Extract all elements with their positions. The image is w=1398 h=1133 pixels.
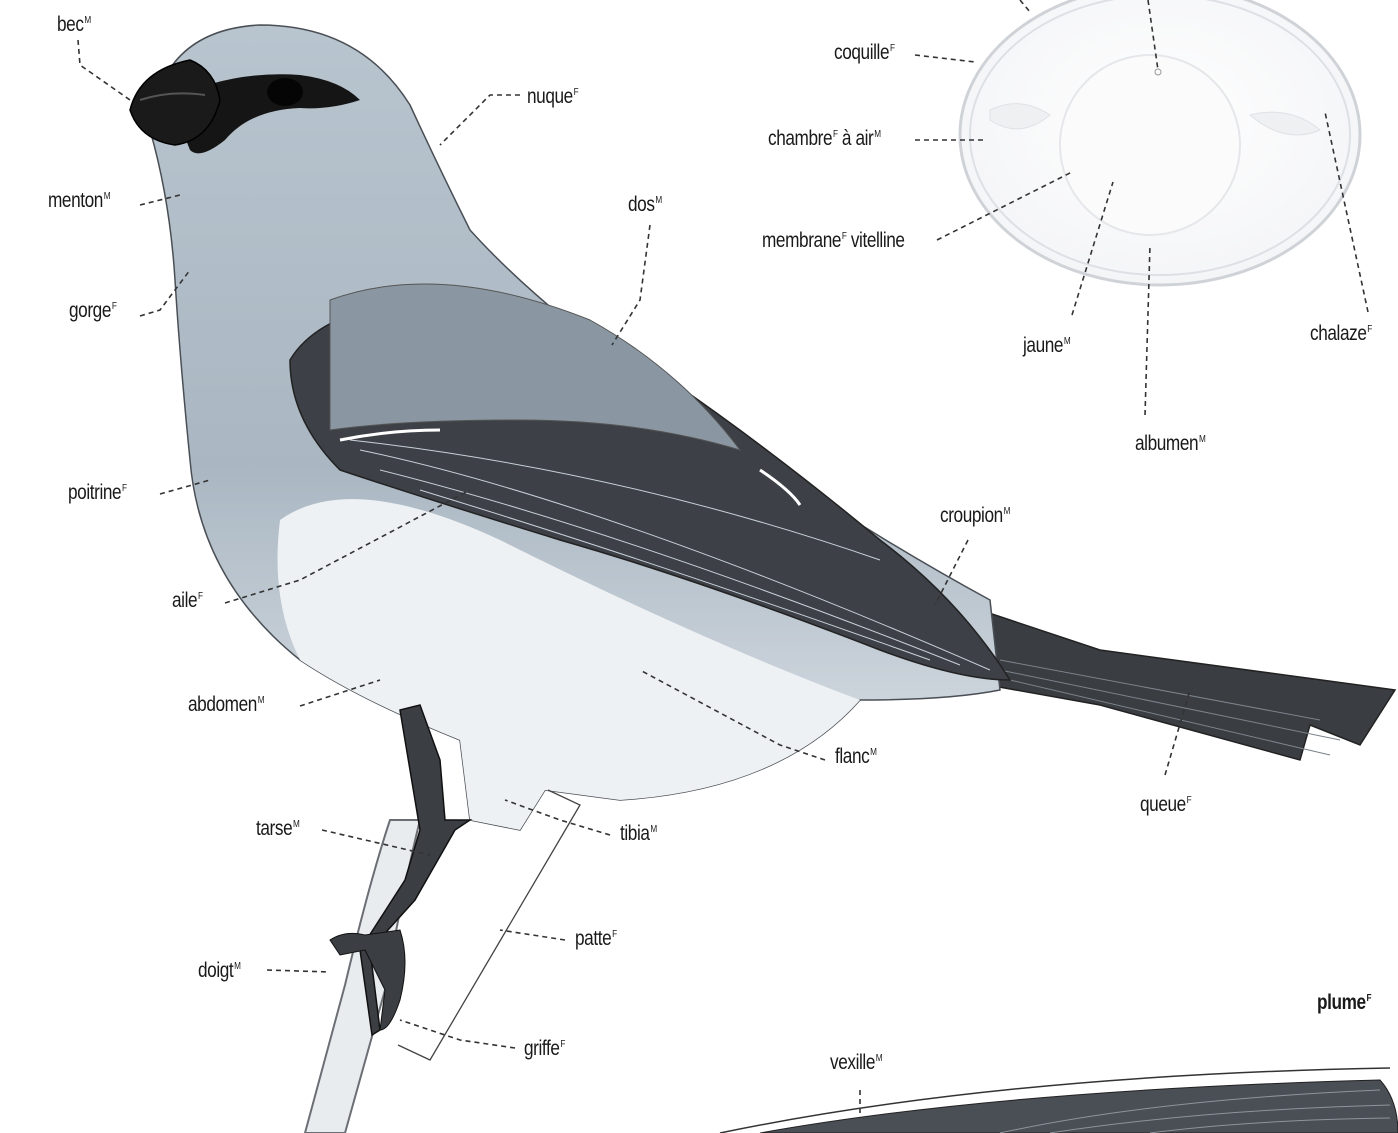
label-albumen: albumenM [1135, 433, 1205, 454]
egg-yolk [1060, 55, 1240, 235]
label-coquille: coquilleF [834, 42, 895, 63]
label-jaune: jauneM [1023, 335, 1070, 356]
egg-diagram [915, 0, 1368, 415]
label-chalaze: chalazeF [1310, 323, 1372, 344]
label-patte: patteF [575, 928, 617, 949]
label-flanc: flancM [835, 746, 877, 767]
feather [720, 1068, 1398, 1133]
bird-eye [267, 78, 303, 106]
bird-tail [950, 600, 1395, 760]
label-doigt: doigtM [198, 960, 241, 981]
label-nuque: nuqueF [527, 86, 578, 107]
label-vexille: vexilleM [830, 1052, 882, 1073]
label-aile: aileF [172, 590, 203, 611]
label-dos: dosM [628, 194, 662, 215]
label-queue: queueF [1140, 794, 1191, 815]
label-gorge: gorgeF [69, 300, 116, 321]
label-menton: mentonM [48, 190, 110, 211]
label-tibia: tibiaM [620, 823, 657, 844]
label-griffe: griffeF [524, 1038, 565, 1059]
label-abdomen: abdomenM [188, 694, 264, 715]
label-croupion: croupionM [940, 505, 1010, 526]
label-bec: becM [57, 14, 91, 35]
feather-title: plumeF [1317, 992, 1371, 1013]
label-membrane-vitelline: membraneF vitelline [762, 230, 905, 251]
label-tarse: tarseM [256, 818, 299, 839]
label-chambre-a-air: chambreF à airM [768, 128, 881, 149]
label-poitrine: poitrineF [68, 482, 127, 503]
